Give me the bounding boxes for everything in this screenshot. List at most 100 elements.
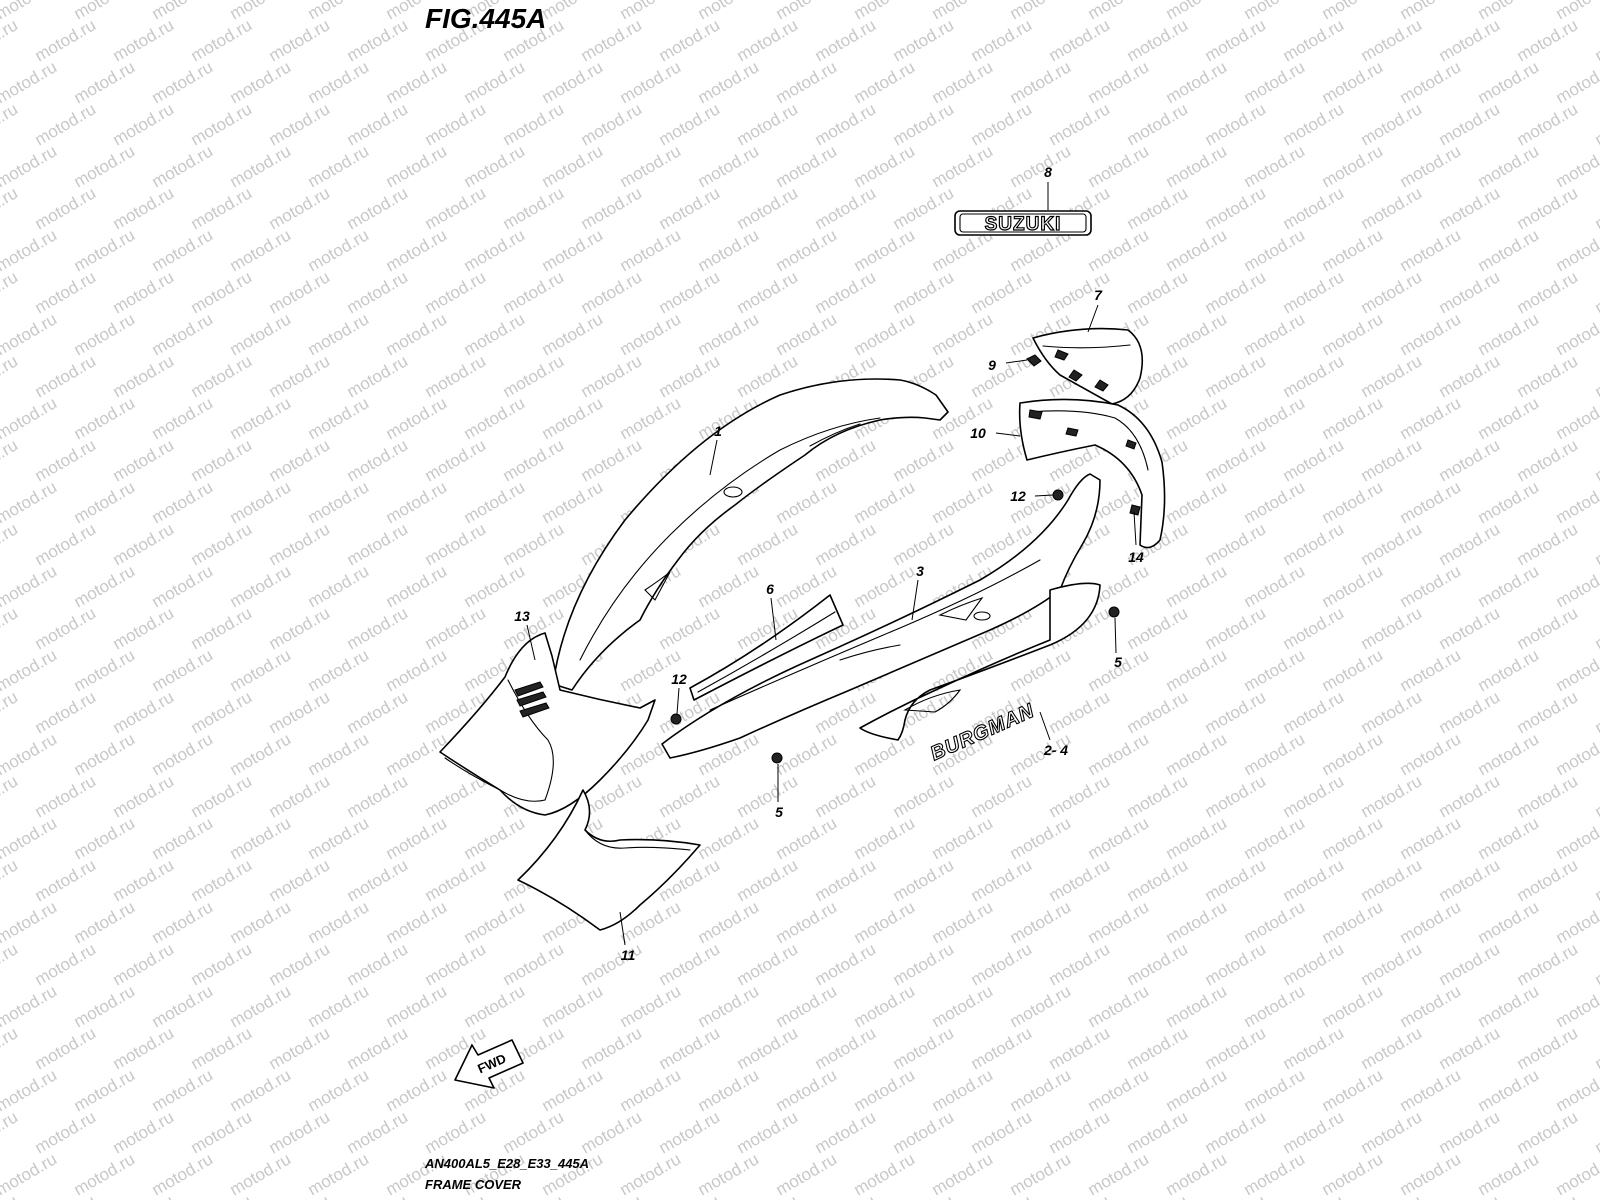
watermark-text: motod.ru [188, 687, 256, 737]
watermark-text: motod.ru [1358, 771, 1426, 821]
watermark-text: motod.ru [383, 225, 451, 275]
watermark-text: motod.ru [1085, 225, 1153, 275]
watermark-text: motod.ru [1319, 729, 1387, 779]
watermark-text: motod.ru [1475, 1065, 1543, 1115]
watermark-text: motod.ru [773, 57, 841, 107]
watermark-text: motod.ru [1358, 1107, 1426, 1157]
watermark-text: motod.ru [461, 57, 529, 107]
watermark-text: motod.ru [383, 897, 451, 947]
watermark-text: motod.ru [32, 519, 100, 569]
watermark-text: motod.ru [539, 141, 607, 191]
part-1-upper-frame-cover[interactable] [552, 378, 949, 691]
watermark-text: motod.ru [578, 435, 646, 485]
watermark-text: motod.ru [1358, 939, 1426, 989]
watermark-text: motod.ru [422, 519, 490, 569]
watermark-text: motod.ru [968, 1107, 1036, 1157]
watermark-text: motod.ru [695, 561, 763, 611]
watermark-text: motod.ru [1553, 561, 1600, 611]
part-6-strip[interactable] [689, 594, 844, 701]
watermark-text: motod.ru [1202, 267, 1270, 317]
watermark-text: motod.ru [305, 561, 373, 611]
watermark-text: motod.ru [149, 1065, 217, 1115]
watermark-text: motod.ru [71, 729, 139, 779]
watermark-text: motod.ru [695, 981, 763, 1031]
watermark-text: motod.ru [656, 771, 724, 821]
watermark-text: motod.ru [929, 813, 997, 863]
watermark-text: motod.ru [227, 729, 295, 779]
part-5-screw-b[interactable] [1108, 606, 1120, 618]
watermark-text: motod.ru [1514, 1023, 1582, 1073]
part-8-emblem[interactable]: SUZUKI [954, 210, 1092, 236]
watermark-text: motod.ru [188, 1107, 256, 1157]
watermark-text: motod.ru [110, 351, 178, 401]
watermark-text: motod.ru [1241, 645, 1309, 695]
watermark-text: motod.ru [1514, 687, 1582, 737]
watermark-text: motod.ru [188, 15, 256, 65]
watermark-text: motod.ru [422, 1107, 490, 1157]
watermark-text: motod.ru [695, 225, 763, 275]
watermark-text: motod.ru [344, 855, 412, 905]
callout-2-4: 2- 4 [1043, 742, 1068, 758]
watermark-text: motod.ru [71, 57, 139, 107]
watermark-text: motod.ru [695, 141, 763, 191]
watermark-text: motod.ru [32, 687, 100, 737]
watermark-text: motod.ru [812, 267, 880, 317]
watermark-text: motod.ru [1163, 1149, 1231, 1199]
part-9-clip[interactable] [1026, 354, 1042, 367]
watermark-text: motod.ru [1397, 393, 1465, 443]
watermark-text: motod.ru [578, 15, 646, 65]
watermark-text: motod.ru [71, 813, 139, 863]
watermark-text: motod.ru [1475, 981, 1543, 1031]
watermark-text: motod.ru [1280, 1107, 1348, 1157]
watermark-text: motod.ru [266, 15, 334, 65]
watermark-text: motod.ru [812, 183, 880, 233]
watermark-text: motod.ru [71, 1149, 139, 1199]
watermark-text: motod.ru [305, 309, 373, 359]
emblem-text: SUZUKI [985, 214, 1062, 235]
watermark-text: motod.ru [1163, 561, 1231, 611]
watermark-text: motod.ru [344, 99, 412, 149]
watermark-text: motod.ru [305, 813, 373, 863]
watermark-text: motod.ru [383, 1065, 451, 1115]
watermark-text: motod.ru [1397, 141, 1465, 191]
watermark-text: motod.ru [1553, 645, 1600, 695]
watermark-text: motod.ru [656, 183, 724, 233]
watermark-text: motod.ru [617, 141, 685, 191]
watermark-text: motod.ru [266, 939, 334, 989]
part-3-side-frame-cover[interactable] [661, 473, 1101, 759]
watermark-text: motod.ru [812, 771, 880, 821]
watermark-text: motod.ru [500, 99, 568, 149]
watermark-text: motod.ru [1397, 1065, 1465, 1115]
watermark-text: motod.ru [1085, 729, 1153, 779]
part-5-screw-a[interactable] [771, 752, 783, 764]
watermark-text: motod.ru [227, 225, 295, 275]
watermark-text: motod.ru [1475, 897, 1543, 947]
watermark-text: motod.ru [812, 1107, 880, 1157]
watermark-text: motod.ru [851, 561, 919, 611]
watermark-text: motod.ru [1163, 393, 1231, 443]
watermark-text: motod.ru [1436, 1191, 1504, 1200]
watermark-text: motod.ru [71, 981, 139, 1031]
watermark-text: motod.ru [1553, 897, 1600, 947]
watermark-text: motod.ru [266, 771, 334, 821]
watermark-text: motod.ru [851, 225, 919, 275]
watermark-text: motod.ru [461, 477, 529, 527]
watermark-text: motod.ru [0, 15, 21, 65]
watermark-text: motod.ru [1202, 687, 1270, 737]
part-14-clip[interactable] [1129, 504, 1141, 516]
watermark-text: motod.ru [1241, 309, 1309, 359]
part-11-lower-cover[interactable] [517, 789, 701, 931]
part-12-screw-b[interactable] [1052, 489, 1064, 501]
watermark-text: motod.ru [1085, 1065, 1153, 1115]
watermark-text: motod.ru [773, 729, 841, 779]
part-10-rear-cover[interactable] [1018, 398, 1166, 549]
watermark-text: motod.ru [1046, 1023, 1114, 1073]
watermark-text: motod.ru [890, 183, 958, 233]
watermark-text: motod.ru [1358, 267, 1426, 317]
watermark-text: motod.ru [695, 57, 763, 107]
part-7-rear-top-cover[interactable] [1032, 327, 1144, 405]
part-12-screw-a[interactable] [670, 713, 682, 725]
watermark-text: motod.ru [656, 1023, 724, 1073]
watermark-text: motod.ru [1592, 1107, 1600, 1157]
watermark-text: motod.ru [539, 309, 607, 359]
